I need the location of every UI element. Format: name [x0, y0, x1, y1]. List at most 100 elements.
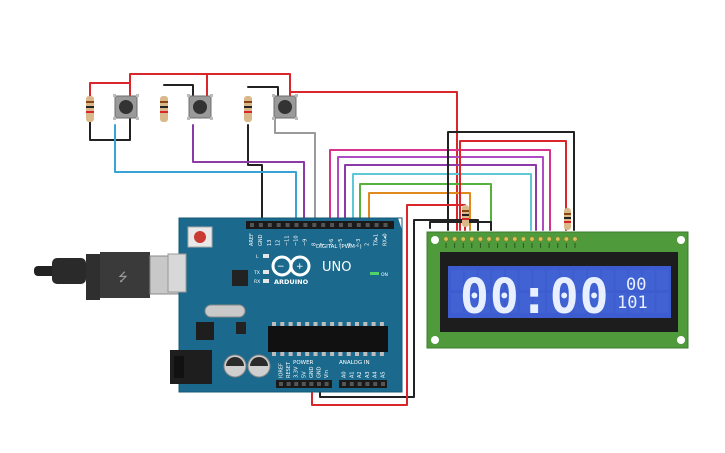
svg-text:TX: TX	[253, 270, 260, 276]
digital-pin[interactable]	[374, 223, 379, 227]
chip-leg	[296, 352, 301, 356]
wire-red-top-2[interactable]	[129, 73, 208, 99]
reset-button[interactable]	[187, 226, 213, 248]
power-pin-label: Vin	[324, 370, 330, 378]
analog-pin[interactable]	[357, 382, 362, 386]
push-button-1[interactable]	[113, 94, 139, 120]
push-button-3[interactable]	[272, 94, 298, 120]
power-pin-label: RESET	[286, 361, 292, 378]
digital-pin[interactable]	[250, 223, 254, 227]
chip-leg	[338, 322, 343, 326]
lcd-header-pin[interactable]	[452, 236, 458, 242]
chip-leg	[371, 322, 376, 326]
digital-pin[interactable]	[303, 223, 308, 227]
lcd-header-pin[interactable]	[520, 236, 526, 242]
arduino-uno-board[interactable]: ⭍	[34, 217, 403, 393]
arduino-brand: ARDUINO	[274, 278, 309, 286]
digital-pin[interactable]	[294, 223, 299, 227]
lcd-header-pin[interactable]	[572, 236, 578, 242]
lcd-header-pin[interactable]	[529, 236, 535, 242]
lcd-cell	[560, 270, 573, 290]
chip-leg	[346, 322, 351, 326]
lcd-header-pin[interactable]	[538, 236, 544, 242]
wire-purple-btn2[interactable]	[192, 124, 305, 223]
chip-leg	[363, 322, 368, 326]
digital-pin[interactable]	[285, 223, 290, 227]
lcd-pin-label-mark	[471, 243, 473, 248]
wire-black-rs[interactable]	[429, 221, 492, 231]
lcd-header-pin[interactable]	[486, 236, 492, 242]
lcd-header-pin[interactable]	[469, 236, 475, 242]
lcd-big-digits: 00:00	[460, 269, 610, 325]
wire-green-d3[interactable]	[359, 183, 492, 231]
digital-pin[interactable]	[356, 223, 361, 227]
lcd-cell	[519, 270, 532, 290]
svg-text:⭍: ⭍	[118, 270, 128, 284]
lcd-module[interactable]: 00:00 00 101	[426, 231, 689, 349]
digital-pin[interactable]	[276, 223, 281, 227]
lcd-pin-label-mark	[514, 243, 516, 248]
usb-jack	[167, 253, 187, 293]
power-pin[interactable]	[324, 382, 329, 386]
digital-pin[interactable]	[383, 223, 388, 227]
lcd-cell	[546, 270, 559, 290]
digital-pin[interactable]	[312, 223, 317, 227]
analog-pin[interactable]	[365, 382, 370, 386]
analog-pin[interactable]	[349, 382, 354, 386]
lcd-header-pin[interactable]	[563, 236, 569, 242]
wire-black-gnd[interactable]	[247, 124, 263, 223]
analog-pin[interactable]	[342, 382, 346, 386]
lcd-cell	[642, 293, 655, 313]
power-pin[interactable]	[286, 382, 291, 386]
analog-pin-label: A3	[365, 371, 371, 378]
power-pin[interactable]	[309, 382, 314, 386]
analog-pin[interactable]	[373, 382, 378, 386]
wire-gray-btn3[interactable]	[274, 117, 316, 223]
lcd-small-line2: 101	[617, 293, 648, 313]
small-chip	[236, 322, 246, 334]
lcd-cell	[519, 293, 532, 313]
wire-black-lcd-top[interactable]	[447, 131, 575, 231]
wire-red-lcd-top[interactable]	[459, 140, 567, 231]
chip-leg	[288, 352, 293, 356]
wire-blue-btn1[interactable]	[114, 124, 297, 223]
digital-pin[interactable]	[267, 223, 272, 227]
digital-pin[interactable]	[365, 223, 370, 227]
lcd-header-pin[interactable]	[546, 236, 552, 242]
push-button-2[interactable]	[187, 94, 213, 120]
lcd-header-pin[interactable]	[503, 236, 509, 242]
lcd-header-pin[interactable]	[512, 236, 518, 242]
wire-magenta-d6[interactable]	[337, 156, 544, 231]
digital-pin[interactable]	[339, 223, 343, 227]
lcd-header-pin[interactable]	[460, 236, 466, 242]
svg-text:+: +	[296, 262, 304, 272]
lcd-cell	[656, 293, 669, 313]
wire-red-top-3[interactable]	[206, 73, 291, 99]
lcd-header-pin[interactable]	[477, 236, 483, 242]
power-pin[interactable]	[301, 382, 306, 386]
power-pin[interactable]	[317, 382, 321, 386]
wire-pink-d7[interactable]	[329, 149, 551, 231]
wire-red-top-1[interactable]	[89, 82, 131, 102]
chip-leg	[330, 352, 335, 356]
digital-pin[interactable]	[321, 223, 326, 227]
chip-leg	[272, 352, 276, 356]
lcd-cell	[533, 270, 546, 290]
lcd-header-pin[interactable]	[555, 236, 561, 242]
wire-purple-d5[interactable]	[344, 164, 537, 231]
lcd-header-pin[interactable]	[443, 236, 449, 242]
digital-pin[interactable]	[258, 223, 263, 227]
wire-black-1[interactable]	[89, 116, 131, 141]
lcd-cell	[505, 293, 518, 313]
digital-pin[interactable]	[347, 223, 352, 227]
power-jack	[170, 350, 212, 384]
analog-pin[interactable]	[381, 382, 385, 386]
lcd-header-pin[interactable]	[495, 236, 501, 242]
digital-pin[interactable]	[330, 223, 335, 227]
wire-orange-d2[interactable]	[368, 192, 471, 231]
power-pin[interactable]	[294, 382, 299, 386]
power-pin[interactable]	[279, 382, 283, 386]
wire-black-2[interactable]	[163, 84, 194, 101]
wire-cyan-d4[interactable]	[352, 173, 532, 231]
